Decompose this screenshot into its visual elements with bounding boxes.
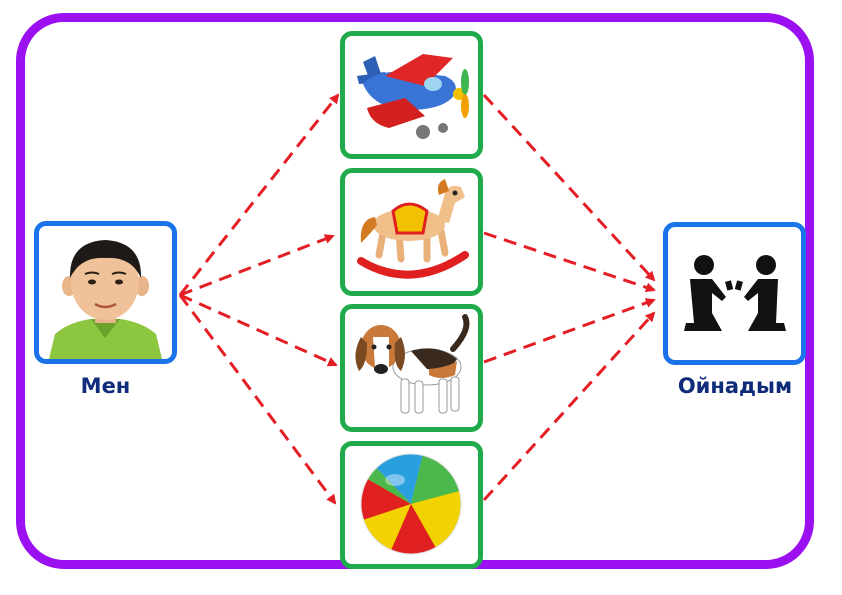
node-me <box>34 221 177 364</box>
label-play: Ойнадым <box>677 374 793 398</box>
arrow-horse-to-play <box>483 231 656 293</box>
airplane-toy-icon <box>357 54 469 139</box>
arrow-ball-to-play <box>482 311 656 502</box>
node-ball <box>340 441 483 569</box>
node-dog <box>340 304 483 432</box>
arrow-dog-to-play <box>483 298 656 364</box>
node-play <box>663 222 806 365</box>
label-me: Мен <box>80 374 131 398</box>
node-airplane <box>340 31 483 159</box>
arrow-airplane-to-play <box>482 93 656 282</box>
dog-icon <box>355 314 470 414</box>
arrow-me-to-airplane <box>178 93 340 296</box>
arrow-me-to-ball <box>178 294 337 505</box>
arrow-me-to-horse <box>179 234 335 297</box>
children-playing-icon <box>684 255 786 331</box>
arrow-me-to-dog <box>179 293 338 367</box>
rocking-horse-icon <box>357 179 469 279</box>
beach-ball-icon <box>360 453 462 555</box>
node-horse <box>340 168 483 296</box>
boy-portrait-icon <box>49 240 162 359</box>
